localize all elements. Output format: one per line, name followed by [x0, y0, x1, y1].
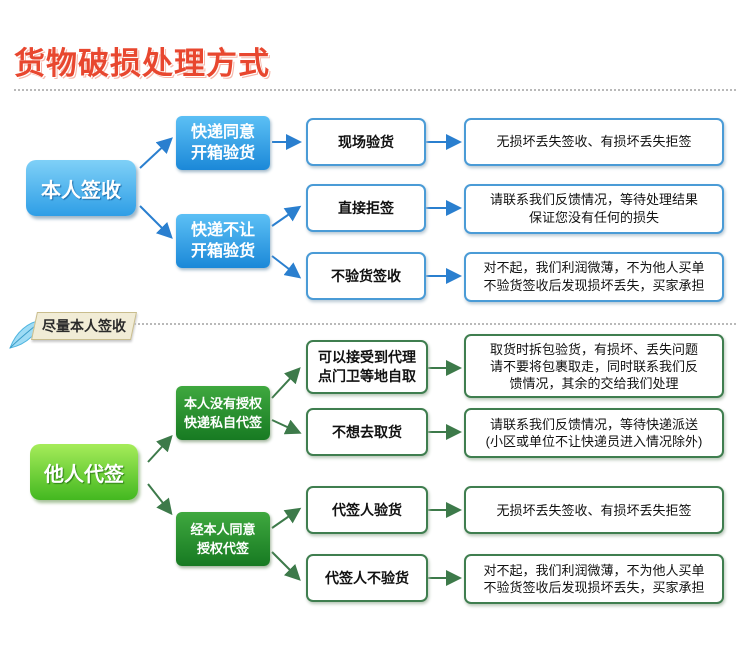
branch-open-allowed: 快递同意 开箱验货: [176, 116, 270, 170]
page-title: 货物破损处理方式: [14, 46, 270, 81]
badge-self-sign-recommended: 尽量本人签收: [31, 312, 137, 340]
step-proxy-no-inspect: 代签人不验货: [306, 554, 428, 602]
result-direct-reject: 请联系我们反馈情况，等待处理结果 保证您没有任何的损失: [464, 184, 724, 234]
result-proxy-inspect: 无损坏丢失签收、有损坏丢失拒签: [464, 486, 724, 534]
result-sign-without-inspect: 对不起，我们利润微薄，不为他人买单 不验货签收后发现损坏丢失，买家承担: [464, 252, 724, 302]
result-onsite-inspect: 无损坏丢失签收、有损坏丢失拒签: [464, 118, 724, 166]
result-proxy-no-inspect: 对不起，我们利润微薄，不为他人买单 不验货签收后发现损坏丢失，买家承担: [464, 554, 724, 604]
step-pickup-at-agent: 可以接受到代理 点门卫等地自取: [306, 340, 428, 394]
step-direct-reject: 直接拒签: [306, 184, 426, 232]
branch-open-refused: 快递不让 开箱验货: [176, 214, 270, 268]
proxy-sign-node: 他人代签: [30, 444, 138, 500]
arrow-branch-2-step-2: [271, 255, 302, 279]
arrow-proxy-to-branch-1: [147, 435, 173, 463]
arrow-pbranch-2-step-1: [271, 507, 302, 529]
arrow-self-to-branch-2: [139, 205, 173, 239]
result-pickup-at-agent: 取货时拆包验货，有损坏、丢失问题 请不要将包裹取走，同时联系我们反 馈情况，其余…: [464, 334, 724, 398]
arrow-pbranch-1-step-1: [271, 367, 301, 399]
step-sign-without-inspect: 不验货签收: [306, 252, 426, 300]
step-proxy-inspect: 代签人验货: [306, 486, 428, 534]
branch-unauthorized-proxy: 本人没有授权 快递私自代签: [176, 386, 270, 440]
result-no-pickup: 请联系我们反馈情况，等待快递派送 (小区或单位不让快递员进入情况除外): [464, 408, 724, 458]
arrow-pbranch-1-step-2: [271, 419, 302, 435]
top-divider: [14, 89, 736, 91]
branch-authorized-proxy: 经本人同意 授权代签: [176, 512, 270, 566]
step-no-pickup: 不想去取货: [306, 408, 428, 456]
self-sign-node: 本人签收: [26, 160, 136, 216]
arrow-proxy-to-branch-2: [147, 483, 173, 516]
arrow-branch-2-step-1: [271, 205, 302, 227]
middle-divider: [118, 323, 736, 325]
badge-label: 尽量本人签收: [42, 318, 126, 334]
arrow-self-to-branch-1: [139, 137, 173, 169]
arrow-pbranch-2-step-2: [271, 551, 301, 581]
step-onsite-inspect: 现场验货: [306, 118, 426, 166]
